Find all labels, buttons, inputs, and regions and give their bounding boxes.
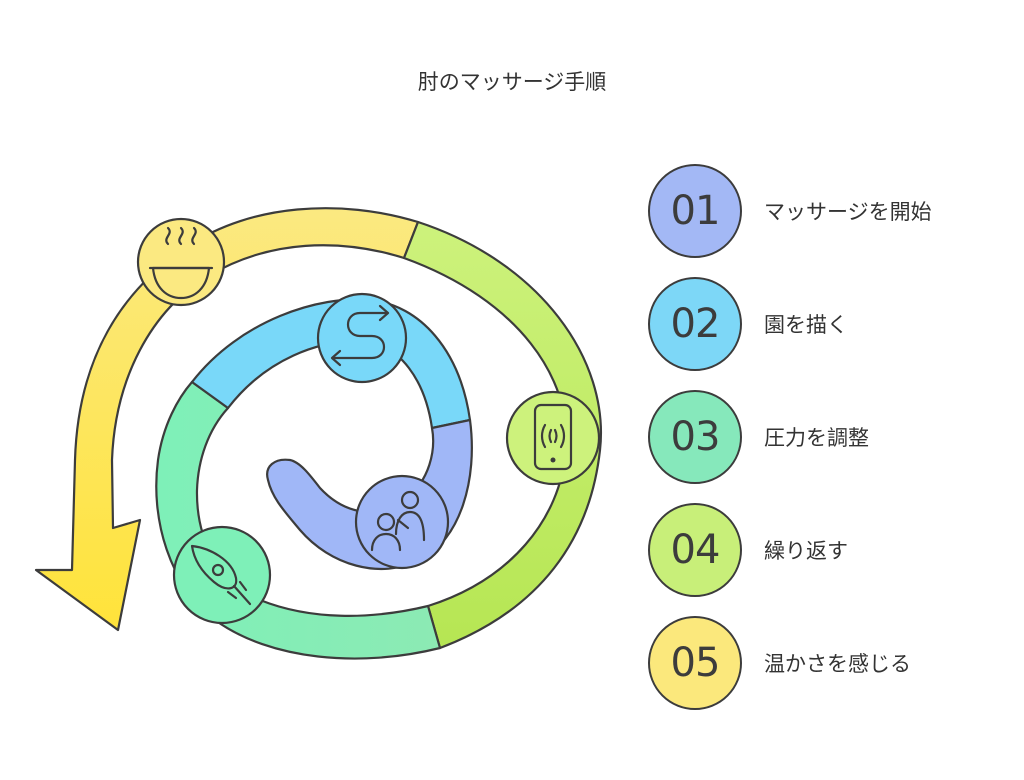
people-bubble bbox=[354, 474, 450, 570]
page-title: 肘のマッサージ手順 bbox=[417, 70, 607, 94]
feather-icon bbox=[190, 544, 252, 606]
bowl-steam-icon bbox=[148, 226, 214, 300]
people-massage-icon bbox=[370, 490, 426, 552]
feather-bubble bbox=[172, 525, 272, 625]
step-label: 園を描く bbox=[764, 313, 848, 337]
step-04: 04 繰り返す bbox=[648, 503, 1008, 597]
step-05: 05 温かさを感じる bbox=[648, 616, 1008, 710]
step-03: 03 圧力を調整 bbox=[648, 390, 1008, 484]
step-label: 圧力を調整 bbox=[764, 426, 869, 450]
step-01: 01 マッサージを開始 bbox=[648, 164, 1008, 258]
s-curve-arrows-icon bbox=[330, 304, 390, 367]
step-05-arc bbox=[34, 207, 420, 632]
step-badge: 01 bbox=[648, 164, 742, 258]
step-02: 02 園を描く bbox=[648, 277, 1008, 371]
phone-bubble bbox=[505, 390, 601, 486]
step-label: マッサージを開始 bbox=[764, 200, 932, 224]
bowl-steam-bubble bbox=[136, 217, 226, 307]
step-badge: 02 bbox=[648, 277, 742, 371]
s-curve-bubble bbox=[316, 292, 408, 384]
step-label: 繰り返す bbox=[764, 539, 848, 563]
phone-vibrate-icon bbox=[533, 403, 573, 471]
step-label: 温かさを感じる bbox=[764, 652, 911, 676]
step-badge: 04 bbox=[648, 503, 742, 597]
step-badge: 03 bbox=[648, 390, 742, 484]
step-badge: 05 bbox=[648, 616, 742, 710]
